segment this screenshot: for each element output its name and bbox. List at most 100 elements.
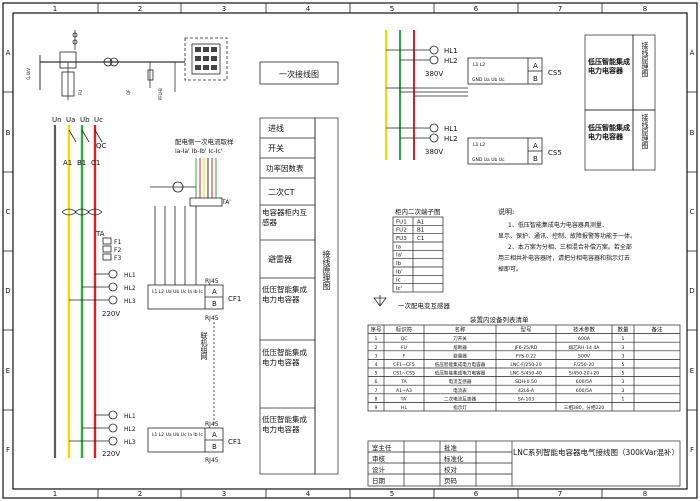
equipment-cell-7-1: TA' <box>400 396 408 402</box>
equipment-cell-5-4: 600/5A <box>576 379 593 385</box>
center-top-label: 一次接线图 <box>279 69 319 79</box>
column-ruler-bottom: 1 2 3 4 5 6 7 8 <box>53 489 647 498</box>
equipment-cell-8-0: 9 <box>375 405 378 411</box>
equipment-cell-1-2: 熔断器 <box>453 344 467 351</box>
terminal-target-1: B1 <box>417 228 424 234</box>
tb-standard: 标准化 <box>444 454 464 463</box>
equipment-header-0: 序号 <box>370 326 382 334</box>
right-side-label-1-fo: 接线原理图 <box>641 42 649 77</box>
cf1-bottom-terminals: L1 L2 Ua Ub Uc Ia Ib Ic <box>152 432 203 438</box>
ta-prime-label: TA' <box>221 199 231 206</box>
equipment-cell-2-0: 3 <box>375 353 378 359</box>
equipment-cell-2-1: F <box>403 353 406 359</box>
equipment-cell-6-1: A1~A3 <box>396 388 412 394</box>
ct-caption: 一次配电变互感器 <box>398 301 451 310</box>
notes-line-3: 2、本方案为分相、三相混合补偿方案。若全部 <box>508 243 632 251</box>
equipment-cell-8-1: HL <box>401 405 407 411</box>
right-cap-box-1-fo: 低压智能集成电力电容器 <box>588 58 630 75</box>
notes-line-4: 用三相共补电容器时，请把分相电容器和指示灯去 <box>498 254 630 262</box>
terminal-id-1: FU2 <box>396 228 407 234</box>
label-hl1-b: HL1 <box>124 413 136 420</box>
network-label: 联机组网 <box>200 331 208 361</box>
cs5-top-label: CS5 <box>548 69 562 77</box>
tb-design: 设计 <box>372 465 386 474</box>
row-label-right-F: F <box>690 446 694 454</box>
label-hl3-a: HL3 <box>124 298 136 305</box>
label-hl3-b: HL3 <box>124 439 136 446</box>
equipment-cell-8-2: 指示灯 <box>453 404 467 411</box>
cf1-top-b: B <box>212 300 217 308</box>
terminal-table-title: 柜内二次端子图 <box>395 207 441 216</box>
equipment-header-1: 标识符 <box>396 326 413 334</box>
equipment-cell-4-0: 5 <box>375 371 378 377</box>
equipment-cell-3-2: 低压智能集成电力电容器 <box>435 361 486 368</box>
row-ruler-right: A B C D E F <box>687 49 697 454</box>
label-B1: B1 <box>77 159 86 167</box>
label-C1: C1 <box>91 159 100 167</box>
label-f3: F3 <box>114 255 121 262</box>
terminal-id-8: Ic' <box>396 286 402 292</box>
equipment-header-2: 名称 <box>454 326 466 334</box>
center-panel: 一次接线图 进线 开关 功率因数表 二次CT 电容器柜内互感器 避雷器 低压智能… <box>259 61 339 475</box>
right-cap-box-1: 低压智能集成电力电容器 <box>588 58 630 75</box>
equipment-cell-4-3: LNC-S/450-40 <box>510 371 542 377</box>
row-label-right-C: C <box>690 208 695 216</box>
column-ruler-top: 1 2 3 4 5 6 7 8 <box>53 3 647 13</box>
row-label-right-D: D <box>689 287 694 295</box>
cf1-top-label: CF1 <box>228 295 241 303</box>
label-A1: A1 <box>63 159 72 167</box>
equipment-cell-3-0: 4 <box>375 362 378 368</box>
equipment-cell-0-0: 1 <box>375 336 378 342</box>
label-ta: TA <box>95 230 105 238</box>
col-label-7: 7 <box>558 5 562 13</box>
col-label-bottom-4: 4 <box>306 490 311 498</box>
right-voltage-top: 380V <box>425 70 443 78</box>
equipment-cell-5-3: SDH-0.50 <box>515 379 537 385</box>
label-qc: QC <box>96 142 107 150</box>
col-label-8: 8 <box>643 5 647 13</box>
equipment-cell-3-5: 5 <box>622 362 625 368</box>
equipment-cell-1-3: JF6-25/RD <box>514 345 538 351</box>
center-row-cap-3: 低压智能集成电力电容器 <box>262 415 307 434</box>
notes-line-1: 1、低压智能集成电力电容器具测量、 <box>508 221 608 229</box>
equipment-cell-6-0: 7 <box>375 388 378 394</box>
right-hl2-top: HL2 <box>444 57 458 65</box>
equipment-cell-7-0: 8 <box>375 396 378 402</box>
equipment-cell-7-2: 二次电流互感器 <box>444 395 477 402</box>
col-label-2: 2 <box>138 5 142 13</box>
notes-line-2: 显示、保护、通讯、控制、故障报警等功能于一体。 <box>498 232 636 240</box>
right-hl2-bottom: HL2 <box>444 135 458 143</box>
equipment-cell-1-4: 熔芯RH-14 4A <box>569 344 601 351</box>
center-row-secondary-ct: 二次CT <box>268 187 295 197</box>
cf1-top-terminals: L1 L2 Ua Ub Uc Ia Ib Ic <box>152 289 203 295</box>
row-label-B: B <box>6 129 11 137</box>
tb-review: 审核 <box>372 454 386 463</box>
label-f2: F2 <box>114 247 121 254</box>
rj45-bottom-a: RJ45 <box>205 421 219 428</box>
right-hl1-top: HL1 <box>444 47 458 55</box>
center-row-cabinet-ct-fo: 电容器柜内互感器 <box>262 208 307 227</box>
equipment-cell-6-4: 600/5A <box>576 388 593 394</box>
col-label-5: 5 <box>390 5 394 13</box>
row-ruler-left: A B C D E F <box>3 49 13 454</box>
equipment-cell-1-1: FU <box>401 345 407 351</box>
cf1-bottom-a: A <box>212 431 217 439</box>
col-label-bottom-5: 5 <box>390 490 394 498</box>
sampling-sub: Ia-Ia' Ib-Ib' Ic-Ic' <box>175 148 223 155</box>
single-line-block: Q.4kV FU QF PFU-B <box>26 30 228 100</box>
center-row-incoming: 进线 <box>268 123 284 133</box>
cs5-bottom-b: B <box>533 155 538 163</box>
equipment-cell-6-2: 电流表 <box>453 387 467 394</box>
center-row-switch: 开关 <box>268 143 284 153</box>
rj45-top-b: RJ45 <box>205 315 219 322</box>
terminal-id-7: Ic <box>396 278 401 284</box>
center-side-label-fo: 接线原理图 <box>322 250 331 290</box>
terminal-target-0: A1 <box>417 219 424 225</box>
equipment-cell-2-3: FYS-0.22 <box>516 353 536 359</box>
equipment-cell-5-1: TA <box>400 379 407 385</box>
equipment-cell-8-4: 三相380，分相220 <box>564 404 605 411</box>
equipment-cell-2-4: 500V <box>578 353 591 359</box>
row-label-C: C <box>6 208 11 216</box>
equipment-cell-4-4: S/450-20+20 <box>569 371 600 377</box>
